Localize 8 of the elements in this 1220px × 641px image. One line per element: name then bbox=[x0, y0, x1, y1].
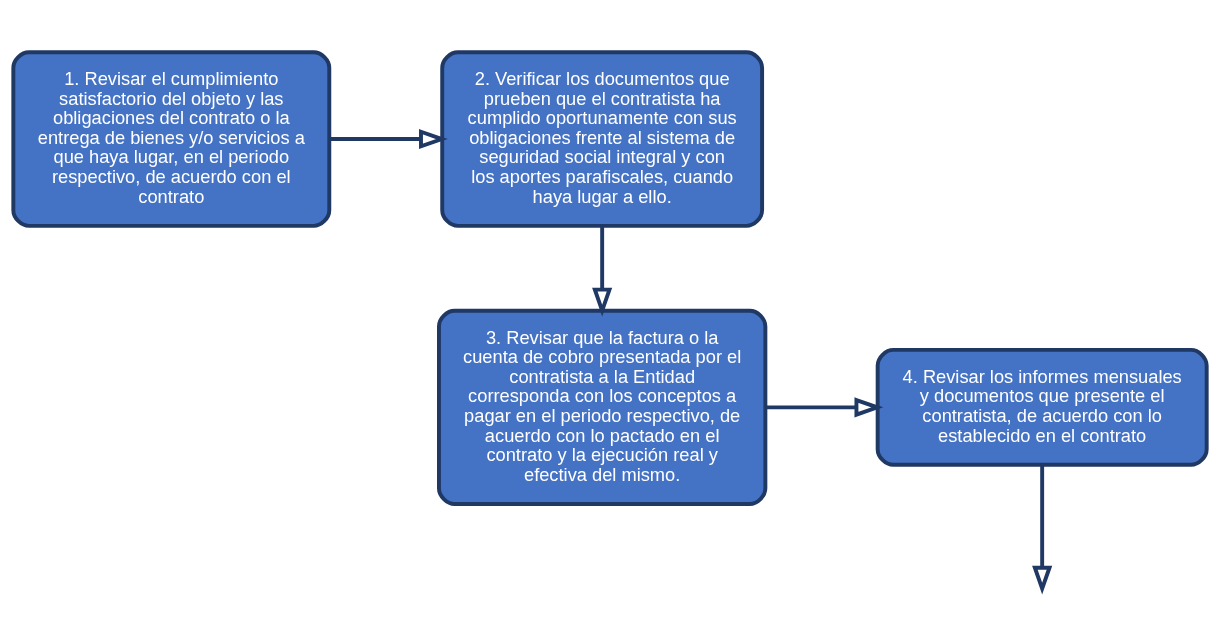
node-box: 2. Verificar los documentos que prueben que el contratista ha cumplido oportunamente con sus obligaciones frente al sistema de seguridad social integral y con los aportes parafiscales, cuando haya lugar a ello. bbox=[440, 49, 765, 228]
arrow bbox=[765, 396, 884, 417]
node-box: 1. Revisar el cumplimiento satisfactorio del objeto y las obligaciones del contrato o la entrega de bienes y/o servicios a que haya lugar, en el periodo respectivo, de acuerdo con el contrato bbox=[11, 49, 332, 228]
node-box: 3. Revisar que la factura o la cuenta de cobro presentada por el contratista a la Entidad corresponda con los conceptos a pagar en el periodo respectivo, de acuerdo con lo pactado en el contrato y la ejecución real y efectiva del mismo. bbox=[437, 308, 768, 506]
arrow bbox=[592, 225, 613, 316]
node-box: 4. Revisar los informes mensuales y documentos que presente el contratista, de acuerdo con lo establecido en el contrato bbox=[875, 347, 1209, 467]
arrow bbox=[1032, 464, 1053, 595]
arrow bbox=[329, 128, 448, 149]
